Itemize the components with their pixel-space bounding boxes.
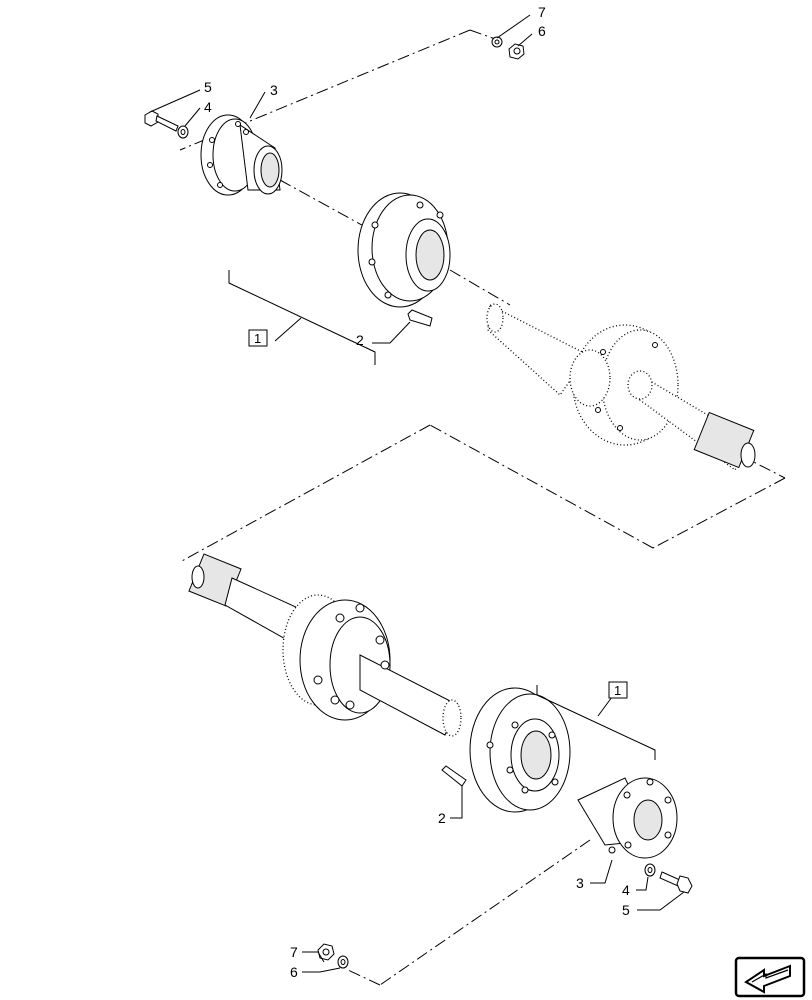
callout-bottom-box-1: 1 (614, 683, 621, 698)
callout-bottom-6: 6 (290, 964, 298, 980)
callout-top-6: 6 (538, 23, 546, 39)
callout-bottom-2: 2 (438, 810, 446, 826)
callout-top-4: 4 (204, 99, 212, 115)
top-coupling-flange (357, 192, 451, 308)
callout-top-3: 3 (270, 82, 278, 98)
bottom-bolt-washer (644, 863, 693, 894)
bottom-flange-hub (577, 777, 678, 859)
top-bolt-washer (144, 110, 189, 139)
top-assembly-axis-lines (179, 29, 786, 563)
callout-bottom-7: 7 (290, 944, 298, 960)
callout-top-box-1: 1 (254, 331, 261, 346)
bottom-coupling-flange (469, 687, 571, 813)
callout-top-7: 7 (538, 4, 546, 20)
callout-top-2: 2 (356, 332, 364, 348)
top-nut-washer (491, 36, 525, 60)
top-bracket (228, 270, 376, 365)
callout-bottom-3: 3 (576, 875, 584, 891)
bottom-shaft (188, 553, 462, 737)
top-shaft (486, 303, 756, 471)
top-flange-hub (200, 114, 283, 196)
callout-bottom-5: 5 (622, 902, 630, 918)
back-arrow-icon[interactable] (734, 956, 806, 998)
bottom-assembly-axis-lines (347, 839, 591, 986)
top-pin (407, 309, 433, 327)
callout-bottom-4: 4 (622, 882, 630, 898)
bottom-pin (441, 765, 467, 787)
bottom-bracket (536, 681, 656, 760)
bottom-nut-washer (317, 943, 349, 969)
bottom-leader-lines (302, 785, 685, 973)
top-leader-lines (149, 14, 533, 344)
callout-top-5: 5 (204, 79, 212, 95)
